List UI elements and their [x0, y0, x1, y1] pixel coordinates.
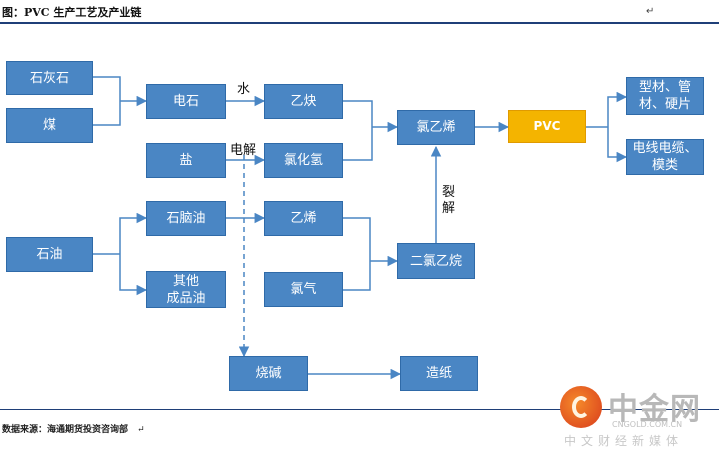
edge-limestone-carbide [93, 76, 121, 101]
source-return-mark: ↵ [137, 425, 145, 435]
node-calcium-carbide: 电石 [146, 84, 226, 119]
logo-emblem-icon [560, 386, 602, 428]
edge-label-electrolysis: 电解 [230, 143, 257, 158]
edge-pvc-profiles [607, 91, 628, 127]
node-hydrogen-chloride: 氯化氢 [264, 143, 343, 178]
node-acetylene: 乙炔 [264, 84, 343, 119]
edge-ethylene-edc [343, 217, 371, 261]
logo-name: 中金网 [608, 392, 701, 427]
node-papermaking: 造纸 [400, 356, 478, 391]
node-chlorine: 氯气 [264, 272, 343, 307]
edge-coal-carbide [93, 101, 121, 126]
node-coal: 煤 [6, 108, 93, 143]
node-pvc: PVC [508, 110, 586, 143]
footer-rule [0, 409, 719, 410]
node-other-oil: 其他 成品油 [146, 271, 226, 308]
node-profiles: 型材、管 材、硬片 [626, 77, 704, 115]
edge-pvc-cables [607, 127, 628, 163]
node-salt: 盐 [146, 143, 226, 178]
logo-url: CNGOLD.COM.CN [612, 420, 683, 429]
title-rule [0, 22, 719, 24]
source-text: 数据来源：海通期货投资咨询部 [2, 425, 129, 435]
node-cables: 电线电缆、 模类 [626, 139, 704, 175]
logo-tagline: 中文财经新媒体 [564, 434, 684, 448]
node-caustic-soda: 烧碱 [229, 356, 308, 391]
figure-title: 图：PVC 生产工艺及产业链 [2, 6, 142, 19]
edge-petroleum-naphtha [119, 212, 148, 254]
edge-label-water: 水 [237, 82, 251, 97]
cngold-logo: 中金网 CNGOLD.COM.CN 中文财经新媒体 [556, 382, 716, 448]
node-petroleum: 石油 [6, 237, 93, 272]
edge-chlorine-edc [343, 261, 371, 291]
node-naphtha: 石脑油 [146, 201, 226, 236]
return-mark: ↵ [646, 6, 655, 17]
node-limestone: 石灰石 [6, 61, 93, 95]
edge-petroleum-otheroil [119, 254, 148, 296]
source-note: 数据来源：海通期货投资咨询部 ↵ [2, 422, 145, 435]
edge-label-cracking: 裂 解 [442, 185, 456, 216]
edge-acetylene-vcm [343, 100, 373, 127]
node-dichloroethane: 二氯乙烷 [397, 243, 475, 279]
node-vinyl-chloride: 氯乙烯 [397, 110, 475, 145]
node-ethylene: 乙烯 [264, 201, 343, 236]
edge-hcl-vcm [343, 127, 373, 161]
